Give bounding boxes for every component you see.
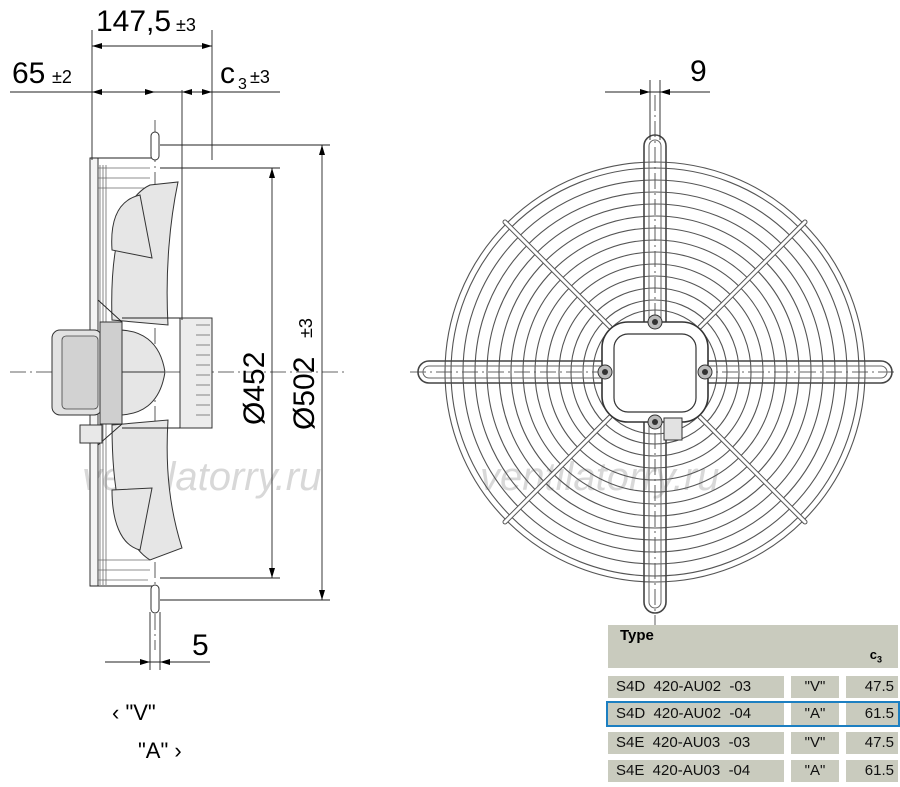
table-header: Type c3: [608, 625, 898, 668]
dim-c3: c: [220, 57, 235, 90]
direction-v-label: ‹ "V": [112, 700, 156, 725]
table-row-highlighted: S4D 420-AU02 -04 "A" 61.5: [606, 701, 900, 727]
dim-d502: Ø502: [288, 357, 321, 430]
dim-5: 5: [192, 629, 209, 662]
row-c3: 47.5: [846, 732, 898, 754]
side-view: [10, 30, 345, 670]
dim-9: 9: [690, 55, 707, 88]
table-row: S4D 420-AU02 -03 "V" 47.5: [608, 676, 898, 698]
row-direction: "V": [791, 676, 839, 698]
table-header-type: Type: [620, 627, 654, 644]
row-c3: 61.5: [846, 760, 898, 782]
table-row: S4E 420-AU03 -04 "A" 61.5: [608, 760, 898, 782]
row-c3: 47.5: [846, 676, 898, 698]
dim-147-5: 147,5: [96, 5, 171, 38]
row-direction: "V": [791, 732, 839, 754]
row-type: S4E 420-AU03 -03: [608, 732, 784, 754]
table-header-c3: c3: [870, 647, 882, 665]
row-type: S4D 420-AU02 -04: [608, 703, 784, 725]
dim-d502-tol: ±3: [296, 318, 316, 338]
row-direction: "A": [791, 703, 839, 725]
table-row: S4E 420-AU03 -03 "V" 47.5: [608, 732, 898, 754]
dim-c3-sub: 3: [238, 76, 247, 93]
front-view: [410, 80, 895, 640]
row-type: S4E 420-AU03 -04: [608, 760, 784, 782]
guard-struts: [502, 219, 808, 525]
dim-c3-tol: ±3: [250, 67, 270, 87]
row-c3: 61.5: [846, 703, 898, 725]
direction-a-label: "A" ›: [138, 738, 182, 763]
table-header-c3-letter: c: [869, 647, 877, 662]
row-type: S4D 420-AU02 -03: [608, 676, 784, 698]
table-header-c3-sub: 3: [876, 654, 882, 665]
rotor-fins: [196, 324, 210, 416]
dim-d452: Ø452: [238, 352, 271, 425]
guard-rings: [444, 161, 866, 583]
dim-147-5-tol: ±3: [176, 15, 196, 35]
dim-65-tol: ±2: [52, 67, 72, 87]
dim-65: 65: [12, 57, 45, 90]
row-direction: "A": [791, 760, 839, 782]
